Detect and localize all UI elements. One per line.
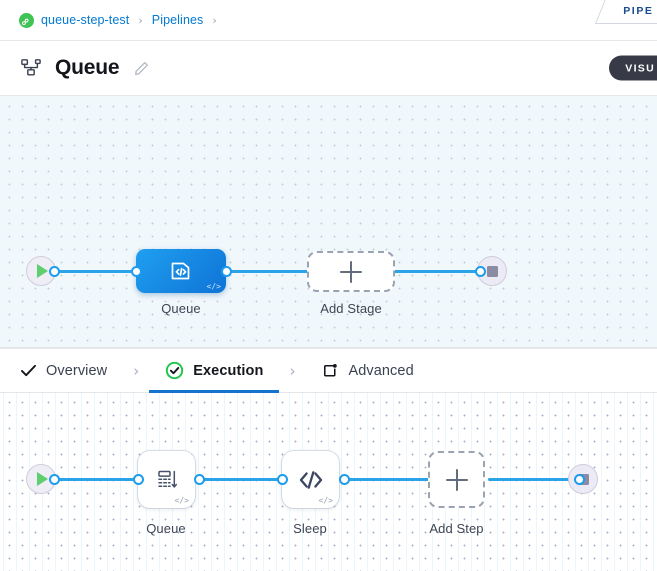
page-title: Queue [55,56,120,79]
edge-addstep-to-end [488,478,578,481]
breadcrumb-bar: queue-step-test › Pipelines › PIPE [0,0,657,41]
advanced-gear-icon [321,362,339,380]
play-icon [37,264,48,278]
edge-start-to-queue [54,270,142,273]
add-step-node[interactable] [428,451,485,508]
breadcrumb-item-pipelines[interactable]: Pipelines [151,13,204,27]
play-icon [37,472,48,486]
add-stage-node[interactable] [307,251,395,292]
edge-queue-to-sleep [195,478,285,481]
tab-overview-label: Overview [46,362,108,379]
step-node-queue-label: Queue [146,521,186,536]
plus-icon [340,260,362,283]
stage-node-queue[interactable]: </> [136,249,226,293]
stage-queue-output-port[interactable] [221,266,232,277]
code-stage-icon [171,262,190,280]
step-sleep-output-port[interactable] [339,474,350,485]
tab-execution[interactable]: Execution [149,349,280,393]
corner-tab-label: PIPE [622,5,654,17]
pipeline-corner-tab[interactable]: PIPE [594,0,657,24]
step-node-queue[interactable]: </> [138,451,195,508]
check-circle-icon [165,361,184,380]
step-sleep-input-port[interactable] [277,474,288,485]
tab-advanced-label: Advanced [348,362,414,379]
visual-view-button[interactable]: VISU [609,55,657,81]
step-end-input-port[interactable] [574,474,585,485]
stage-code-badge: </> [206,282,221,291]
tab-execution-label: Execution [193,362,264,379]
step-sleep-code-badge: </> [318,496,333,505]
tab-advanced[interactable]: Advanced [319,349,415,392]
stop-icon [486,265,498,277]
queue-stack-icon [157,470,177,488]
check-icon [20,363,37,378]
add-step-label: Add Step [429,521,484,536]
pipeline-hierarchy-icon [19,56,43,80]
step-canvas[interactable]: </> Queue </> Sleep Add Step [0,393,657,571]
edge-sleep-to-addstep [340,478,434,481]
stage-node-queue-label: Queue [161,301,201,316]
step-node-sleep-label: Sleep [293,521,327,536]
step-queue-output-port[interactable] [194,474,205,485]
breadcrumb-separator-trailing: › [212,13,217,27]
pencil-edit-icon[interactable] [133,60,150,77]
edge-start-to-queue-step [54,478,142,481]
stage-canvas[interactable]: </> Queue Add Stage [0,96,657,348]
edge-addstage-to-end [390,270,482,273]
execution-tab-strip: Overview › Execution › Advanced [0,348,657,393]
tab-overview[interactable]: Overview [18,349,109,392]
add-stage-label: Add Stage [320,301,382,316]
edge-queue-to-addstage [222,270,312,273]
breadcrumb-separator: › [138,13,143,27]
step-queue-input-port[interactable] [133,474,144,485]
stage-start-output-port[interactable] [49,266,60,277]
page-header: Queue VISU [0,41,657,96]
breadcrumb: queue-step-test › Pipelines › [19,12,219,28]
stage-end-input-port[interactable] [475,266,486,277]
step-node-sleep[interactable]: </> [282,451,339,508]
code-brackets-icon [299,470,322,489]
step-queue-code-badge: </> [174,496,189,505]
breadcrumb-item-project[interactable]: queue-step-test [41,13,130,27]
plus-icon [445,468,468,491]
pipeline-project-icon [19,12,34,28]
tab-separator-1: › [133,361,140,380]
tab-separator-2: › [289,361,296,380]
stage-queue-input-port[interactable] [131,266,142,277]
step-start-output-port[interactable] [49,474,60,485]
